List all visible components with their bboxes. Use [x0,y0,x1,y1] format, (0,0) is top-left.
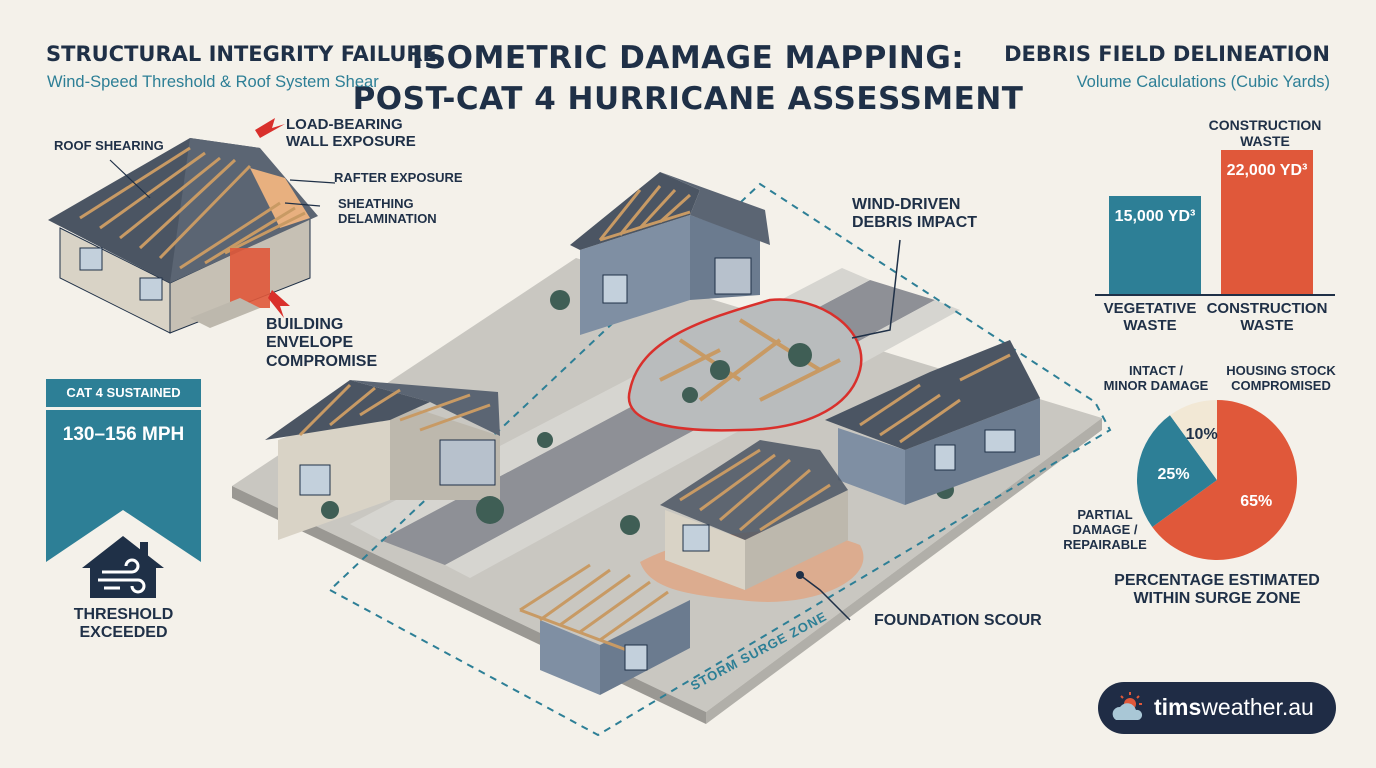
bar-top-label-line1: CONSTRUCTION [1208,117,1322,133]
pie-label-housing-line2: COMPROMISED [1231,377,1331,393]
house-frame-bottom [519,563,690,695]
red-arrow-bottom [268,290,290,318]
bar-top-label-line2: WASTE [1240,133,1290,150]
threshold-label: THRESHOLD EXCEEDED [46,606,201,643]
bar-category-vegetative-line2: WASTE [1123,317,1177,335]
pie-label-partial-line2: DAMAGE / [1072,521,1138,537]
winds-label: CAT 4 SUSTAINED WINDS [46,379,201,428]
brand-text-rest: weather.au [1201,694,1314,720]
pie-slice-partial [1137,415,1217,528]
pie-label-intact-line1: INTACT / [1129,363,1183,378]
sheathing-area [250,168,310,228]
roof-shearing-label: ROOF SHEARING [54,138,164,153]
sheathing-label-line2: DELAMINATION [338,210,437,226]
pie-value-intact: 10% [1186,426,1218,443]
bar-construction-value: 22,000 YD³ [1226,162,1308,179]
bar-vegetative: 15,000 YD³ [1109,196,1201,294]
structural-house-diagram [48,118,336,334]
bar-category-vegetative: VEGETATIVE WASTE [1100,300,1200,335]
house-back [570,172,770,335]
threshold-label-line1: THRESHOLD [73,606,174,623]
winds-banner [46,410,201,562]
debris-subtitle: Volume Calculations (Cubic Yards) [1076,73,1330,91]
pie-label-partial-line3: REPAIRABLE [1063,536,1147,552]
pie-label-housing: HOUSING STOCK COMPROMISED [1222,363,1340,394]
threshold-label-line2: EXCEEDED [79,624,168,642]
sheathing-label: SHEATHING DELAMINATION [338,196,437,227]
wind-debris-label: WIND-DRIVEN DEBRIS IMPACT [852,196,977,233]
brand-text: timsweather.au [1154,694,1314,721]
bar-category-vegetative-line1: VEGETATIVE [1103,300,1197,317]
wind-debris-label-line1: WIND-DRIVEN [852,196,961,213]
house-center [660,440,848,590]
envelope-label-line2: ENVELOPE [266,334,354,352]
main-title-line1: ISOMETRIC DAMAGE MAPPING: [411,40,965,76]
pie-slice-housing [1152,400,1297,560]
house-left [265,380,500,540]
wind-debris-label-line2: DEBRIS IMPACT [852,214,978,232]
house-wind-icon [82,536,164,598]
pie-title-line2: WITHIN SURGE ZONE [1133,590,1301,608]
brand-text-bold: tims [1154,694,1202,720]
structural-title: STRUCTURAL INTEGRITY FAILURE [46,42,437,66]
bar-vegetative-value: 15,000 YD³ [1114,208,1196,225]
sun-cloud-icon [1112,692,1143,720]
bar-top-label: CONSTRUCTION WASTE [1200,117,1330,149]
sheathing-label-line1: SHEATHING [338,196,414,211]
envelope-label-line1: BUILDING [266,316,344,333]
main-title-line2: POST-CAT 4 HURRICANE ASSESSMENT [352,80,1024,117]
bar-category-construction-line1: CONSTRUCTION [1206,300,1328,317]
pie-label-partial: PARTIAL DAMAGE / REPAIRABLE [1060,507,1150,553]
pie-chart: 65% 25% 10% [1137,400,1297,560]
envelope-label-line3: COMPROMISE [266,352,378,370]
pie-value-partial: 25% [1158,466,1190,483]
pie-title: PERCENTAGE ESTIMATED WITHIN SURGE ZONE [1100,572,1334,609]
bar-chart: 15,000 YD³ 22,000 YD³ [1095,150,1335,296]
load-bearing-label-line1: LOAD-BEARING [286,116,403,133]
pie-title-line1: PERCENTAGE ESTIMATED [1114,572,1320,589]
house-right [825,340,1040,505]
main-title: ISOMETRIC DAMAGE MAPPING: POST-CAT 4 HUR… [330,38,1046,120]
pie-value-housing: 65% [1240,493,1272,510]
foundation-scour-label: FOUNDATION SCOUR [874,612,1042,629]
debris-title: DEBRIS FIELD DELINEATION [1004,42,1330,66]
load-bearing-label-line2: WALL EXPOSURE [286,133,416,151]
pie-slice-intact [1169,400,1217,480]
load-bearing-label: LOAD-BEARING WALL EXPOSURE [286,116,416,151]
brand-logo[interactable]: timsweather.au [1098,682,1336,734]
bar-baseline [1095,294,1335,296]
bar-category-construction-line2: WASTE [1240,317,1294,335]
pie-label-intact-line2: MINOR DAMAGE [1103,377,1209,393]
red-arrow-top [255,118,285,138]
ground-plate [232,258,1102,712]
rafter-label: RAFTER EXPOSURE [334,170,463,185]
bar-construction: 22,000 YD³ [1221,150,1313,294]
pie-label-housing-line1: HOUSING STOCK [1226,363,1336,378]
pie-label-intact: INTACT / MINOR DAMAGE [1100,363,1212,394]
bar-category-construction: CONSTRUCTION WASTE [1205,300,1329,335]
structural-subtitle: Wind-Speed Threshold & Roof System Shear [47,73,379,91]
pie-label-partial-line1: PARTIAL [1077,507,1133,522]
wall-exposure-area [230,248,270,308]
winds-speed: 130–156 MPH [62,424,185,445]
envelope-label: BUILDING ENVELOPE COMPROMISE [266,316,377,371]
